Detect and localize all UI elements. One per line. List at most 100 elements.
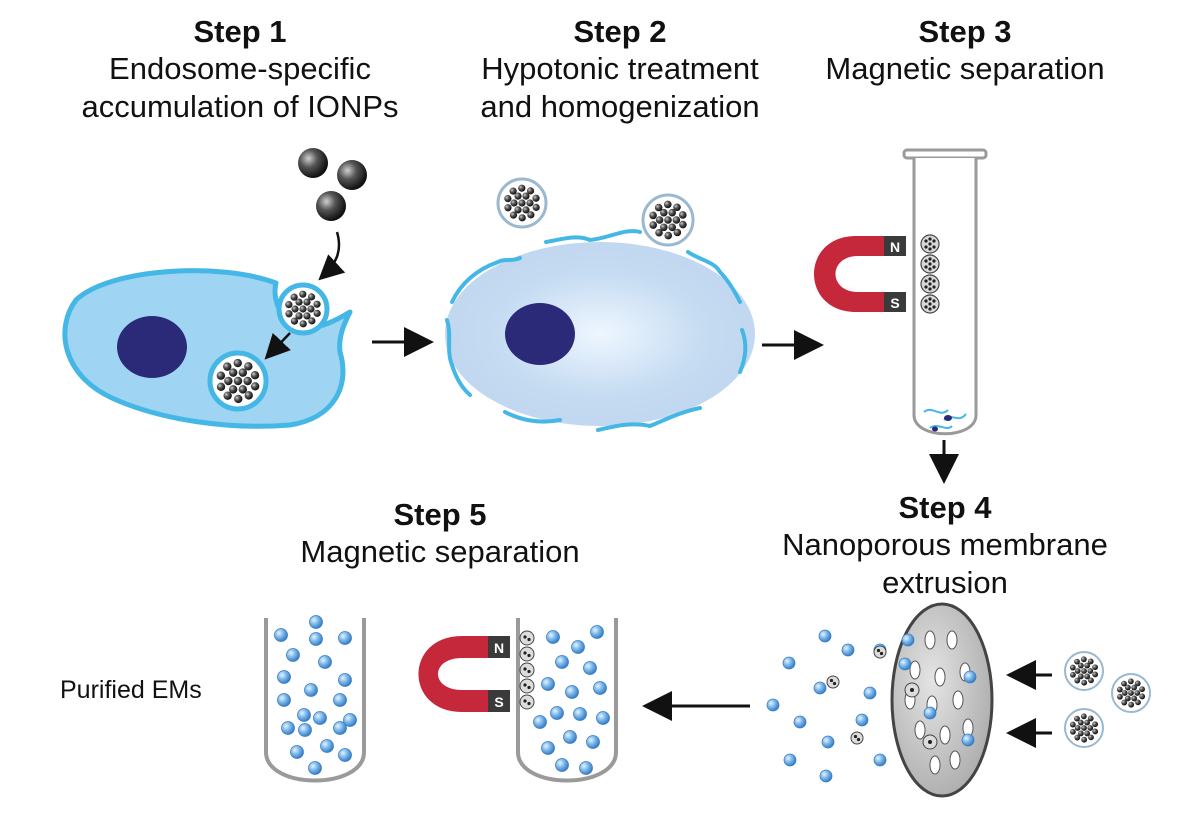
vesicle	[590, 625, 604, 639]
vesicle	[338, 631, 352, 645]
ionp-dot	[1124, 695, 1131, 702]
ionp-dot	[514, 192, 522, 200]
ionp-dot	[243, 376, 252, 386]
ionp-dot	[655, 228, 663, 237]
ionp-dot	[526, 199, 534, 207]
ionp-dot	[928, 282, 932, 286]
ionp-dot	[673, 203, 681, 212]
ionp-dot	[285, 301, 293, 309]
vesicle	[923, 706, 937, 720]
ionp-dot	[928, 242, 932, 246]
released-endosome	[496, 177, 548, 229]
nanoporous-membrane	[890, 602, 994, 798]
nucleus	[117, 316, 187, 378]
vesicle	[290, 745, 304, 759]
vesicle	[338, 673, 352, 687]
ionp-vesicle	[519, 694, 535, 710]
ionp-dot	[1134, 680, 1141, 687]
vesicle	[546, 630, 560, 644]
ionp-dot	[233, 358, 242, 368]
ionp-dot	[928, 237, 932, 241]
step5-label: Step 5 Magnetic separation	[270, 497, 610, 571]
ionp-dot	[924, 279, 928, 283]
released-endosome	[641, 193, 695, 247]
captured-ionp-vesicles	[519, 630, 535, 710]
vesicle	[333, 693, 347, 707]
ionp-dot	[876, 648, 881, 653]
ionp-dot	[518, 199, 526, 207]
ionp-dot	[510, 199, 518, 207]
endosome-ionp-cluster	[1069, 656, 1099, 686]
ionp-dot	[928, 277, 932, 281]
captured-endosome-ionps	[924, 237, 936, 311]
ionp-dot	[1074, 677, 1081, 684]
vesicle	[343, 713, 357, 727]
ionp-dot	[1128, 690, 1134, 696]
cell-debris	[923, 408, 967, 432]
vesicle	[298, 723, 312, 737]
vesicle	[533, 715, 547, 729]
ionp-ball	[316, 191, 346, 221]
vesicles-in-tube	[533, 625, 610, 775]
vesicle	[277, 693, 291, 707]
vesicle	[901, 633, 915, 647]
vesicle	[281, 721, 295, 735]
ionp-dot	[303, 298, 311, 306]
vesicle	[782, 656, 796, 670]
ionp-dot	[932, 265, 936, 269]
ionp-dot	[679, 220, 687, 229]
ionp-dot	[932, 259, 936, 263]
vesicle	[579, 761, 593, 775]
ionp-dot	[1088, 677, 1094, 684]
vesicle	[277, 670, 291, 684]
ionp-dot	[527, 637, 531, 642]
magnet-south-pole	[884, 292, 906, 312]
ionp-dot	[1117, 693, 1123, 700]
membrane-pore	[924, 630, 936, 650]
ionp-dot	[509, 187, 517, 195]
tube-body	[912, 158, 978, 436]
ionp-dot	[1080, 713, 1087, 720]
vesicle	[555, 655, 569, 669]
vesicle	[963, 670, 977, 684]
step3-label: Step 3 Magnetic separation	[790, 14, 1140, 88]
tube-rim	[902, 148, 988, 160]
ionp-dot	[928, 307, 932, 311]
ionp-dot	[522, 206, 530, 214]
ionp-dot	[664, 231, 673, 240]
vesicle	[593, 681, 607, 695]
step3-title: Step 3	[918, 14, 1012, 49]
ionp-dot	[526, 187, 535, 195]
vesicle	[286, 648, 300, 662]
ionp-dot	[928, 302, 932, 306]
membrane-pore	[939, 725, 951, 745]
membrane-fragment	[450, 256, 522, 304]
ionp-dot	[1088, 734, 1094, 741]
membrane-fragment	[686, 250, 742, 304]
ionp-vesicle	[826, 675, 840, 689]
extruded-vesicles	[766, 629, 887, 783]
ionp-dot	[1069, 721, 1076, 728]
ionp-vesicle	[519, 630, 535, 646]
ionp-dot	[829, 678, 834, 683]
step1-cell	[62, 268, 353, 429]
nucleus	[505, 303, 575, 365]
ionp-dot	[290, 293, 298, 301]
ionp-dot	[1139, 686, 1145, 693]
vesicle	[793, 715, 807, 729]
endosome-ionp-cluster	[285, 290, 321, 328]
ionp-dot	[672, 216, 681, 224]
ionp-dot	[649, 221, 658, 229]
ionp-dot	[1069, 664, 1076, 671]
ionp-dot	[1087, 725, 1094, 731]
step1-desc-line1: Endosome-specific	[109, 51, 371, 86]
ionp-dot	[295, 312, 303, 320]
debris-nucleus	[932, 426, 938, 432]
ionp-vesicle	[519, 646, 535, 662]
step4-label: Step 4 Nanoporous membrane extrusion	[745, 490, 1145, 602]
vesicle	[596, 711, 610, 725]
ionp-dot	[932, 305, 936, 309]
ionp-dot	[307, 293, 316, 301]
ionp-dot	[228, 368, 238, 377]
ionp-dot	[1084, 673, 1091, 680]
